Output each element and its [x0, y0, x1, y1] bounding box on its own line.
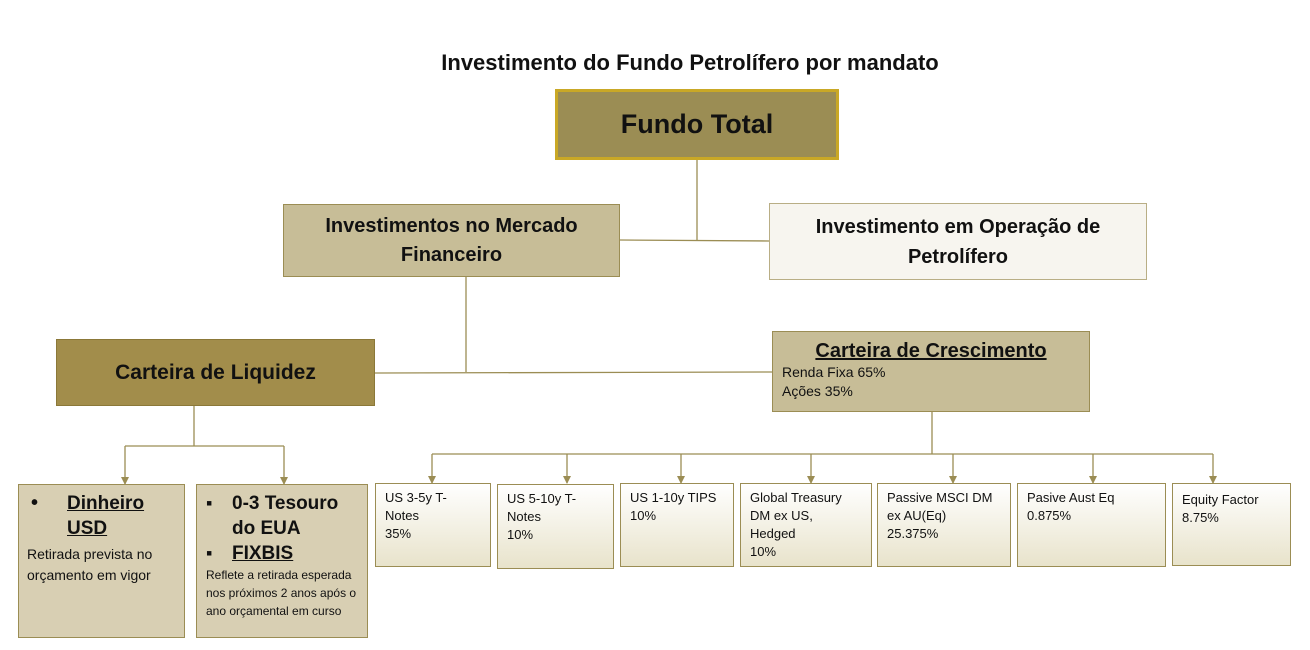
- node-growth-equities: Ações 35%: [782, 383, 853, 399]
- leaf-line: Pasive Aust Eq: [1027, 490, 1115, 505]
- leaf-line: US 5-10y T-: [507, 491, 577, 506]
- connector-liquidity-growth: [374, 371, 773, 374]
- leaf-global-treasury: Global Treasury DM ex US, Hedged 10%: [740, 483, 872, 567]
- leaf-us-3-5y-tnotes: US 3-5y T- Notes 35%: [375, 483, 491, 567]
- leaf-value: 10%: [630, 508, 657, 523]
- leaf-passive-msci: Passive MSCI DM ex AU(Eq) 25.375%: [877, 483, 1011, 567]
- leaf-equity-factor: Equity Factor 8.75%: [1172, 483, 1291, 566]
- leaf-line: ex AU(Eq): [887, 508, 947, 523]
- cash-title-line1: Dinheiro: [67, 493, 145, 514]
- leaf-passive-aust-eq: Pasive Aust Eq 0.875%: [1017, 483, 1166, 567]
- treasury-item1-line1: 0-3 Tesouro: [232, 493, 339, 514]
- leaf-value: 0.875%: [1027, 508, 1072, 523]
- node-fundo-total-label: Fundo Total: [620, 109, 774, 139]
- leaf-line: Notes: [385, 508, 419, 523]
- node-growth-title: Carteira de Crescimento: [815, 340, 1047, 362]
- node-cash-usd: • Dinheiro USD Retirada prevista no orça…: [18, 484, 185, 638]
- treasury-item1-line2: do EUA: [232, 518, 301, 539]
- square-bullet-icon: ▪: [206, 493, 213, 513]
- leaf-line: Equity Factor: [1182, 492, 1259, 507]
- node-operation-line1: Investimento em Operação de: [815, 215, 1101, 238]
- node-liquidity-label: Carteira de Liquidez: [115, 360, 316, 384]
- node-financial-line1: Investimentos no Mercado: [325, 214, 578, 237]
- leaf-us-1-10y-tips: US 1-10y TIPS 10%: [620, 483, 734, 567]
- leaf-value: 10%: [750, 544, 777, 559]
- leaf-value: 8.75%: [1182, 510, 1219, 525]
- leaf-line: US 3-5y T-: [385, 490, 447, 505]
- square-bullet-icon: ▪: [206, 543, 213, 563]
- leaf-line: Notes: [507, 509, 541, 524]
- node-financial-line2: Financeiro: [400, 243, 503, 266]
- node-operation-investment: Investimento em Operação de Petrolífero: [769, 203, 1147, 280]
- node-liquidity-portfolio: Carteira de Liquidez: [56, 339, 375, 406]
- leaf-value: 35%: [385, 526, 412, 541]
- treasury-description: Reflete a retirada esperada nos próximos…: [206, 568, 357, 618]
- node-treasury: ▪ 0-3 Tesouro do EUA ▪ FIXBIS Reflete a …: [196, 484, 368, 638]
- cash-description: Retirada prevista no orçamento em vigor: [27, 546, 153, 583]
- node-growth-portfolio: Carteira de Crescimento Renda Fixa 65% A…: [772, 331, 1090, 412]
- leaf-us-5-10y-tnotes: US 5-10y T- Notes 10%: [497, 484, 614, 569]
- leaf-line: US 1-10y TIPS: [630, 490, 717, 505]
- connector-financial-operation: [619, 239, 770, 242]
- cash-title-line2: USD: [67, 518, 108, 539]
- node-fundo-total: Fundo Total: [555, 89, 839, 160]
- leaf-line: Hedged: [750, 526, 796, 541]
- leaf-line: DM ex US,: [750, 508, 813, 523]
- treasury-item2: FIXBIS: [232, 543, 294, 564]
- leaf-value: 10%: [507, 527, 534, 542]
- leaf-value: 25.375%: [887, 526, 939, 541]
- node-operation-line2: Petrolífero: [907, 245, 1008, 268]
- leaf-line: Global Treasury: [750, 490, 842, 505]
- diagram-title: Investimento do Fundo Petrolífero por ma…: [441, 50, 939, 75]
- leaf-line: Passive MSCI DM: [887, 490, 993, 505]
- node-growth-fixed-income: Renda Fixa 65%: [782, 364, 886, 380]
- bullet-icon: •: [31, 492, 39, 514]
- node-financial-investments: Investimentos no Mercado Financeiro: [283, 204, 620, 277]
